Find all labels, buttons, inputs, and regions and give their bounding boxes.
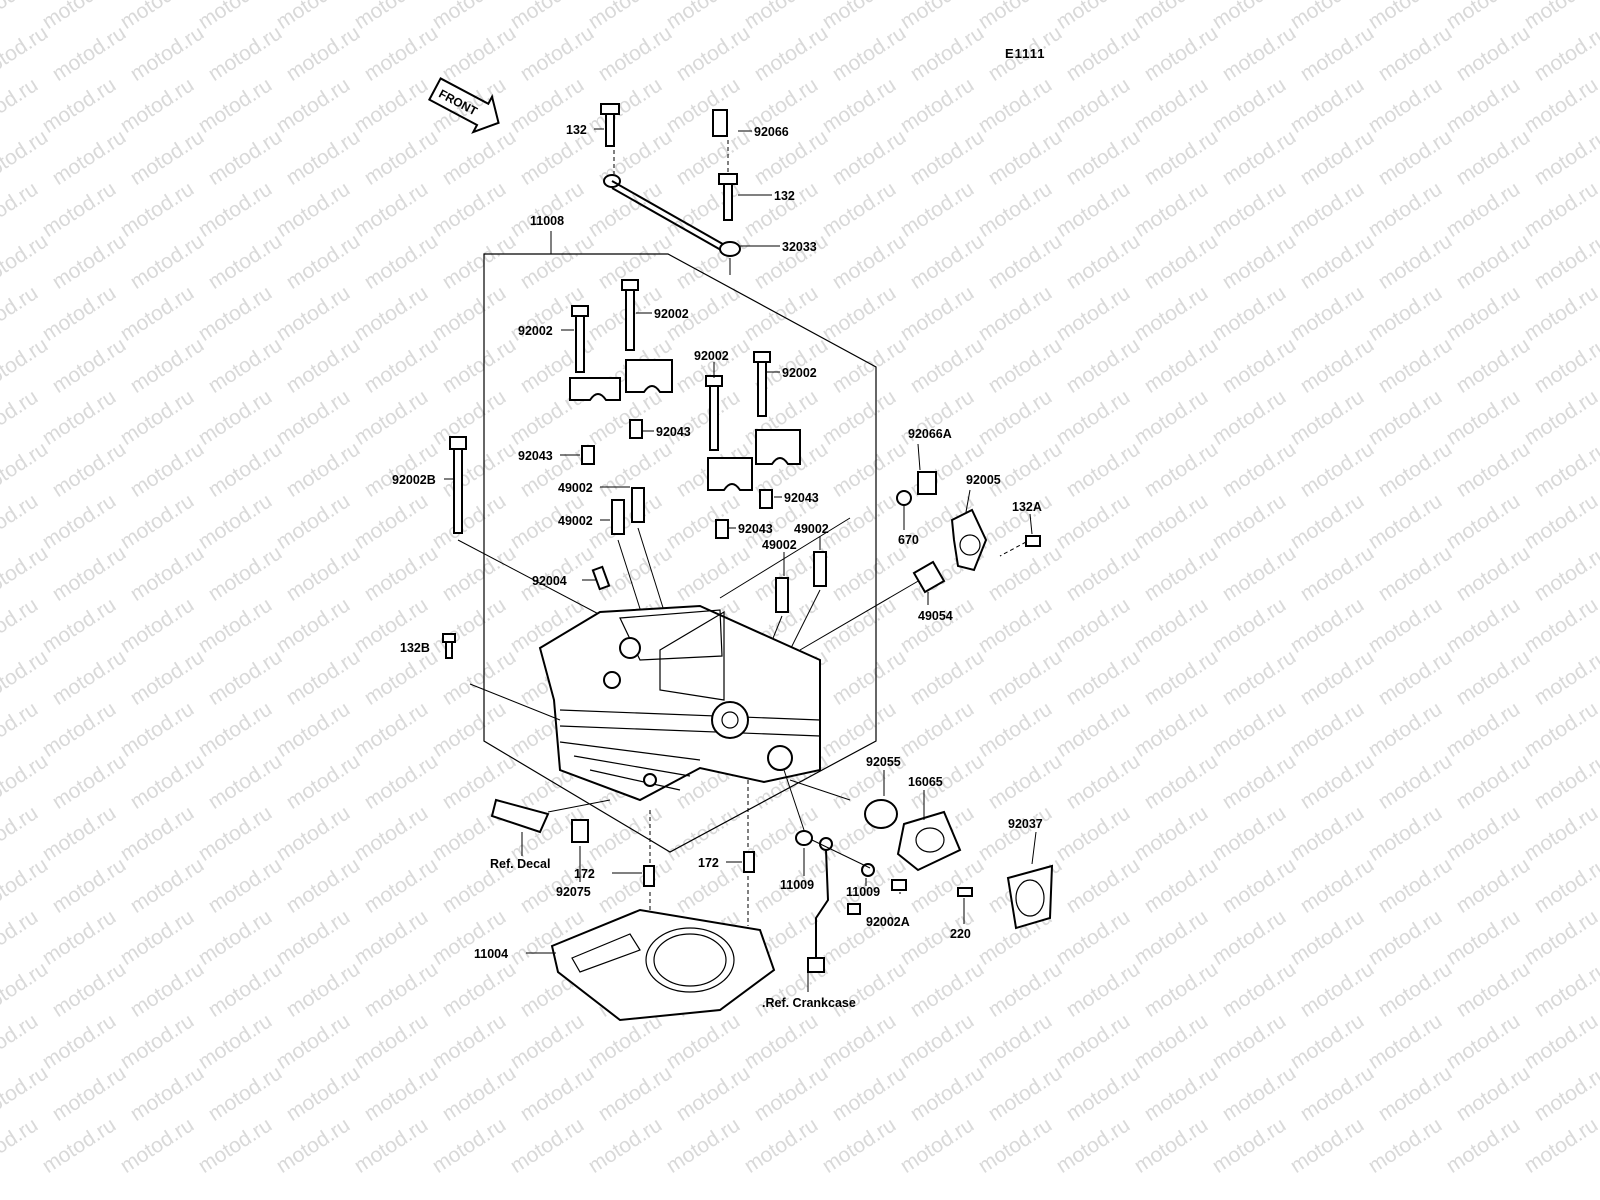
label-11009-a: 11009 bbox=[780, 878, 814, 892]
label-16065: 16065 bbox=[908, 775, 943, 789]
label-92002-d: 92002 bbox=[782, 366, 817, 380]
label-92005: 92005 bbox=[966, 473, 1001, 487]
camshaft-caps bbox=[569, 279, 801, 539]
label-172-b: 172 bbox=[698, 856, 719, 870]
intake-parts bbox=[783, 769, 1054, 973]
long-bolt-92002B bbox=[449, 436, 611, 621]
front-arrow-label: FRONT bbox=[437, 87, 481, 119]
label-92043-a: 92043 bbox=[656, 425, 691, 439]
oil-pipe-assembly bbox=[600, 103, 741, 275]
label-92066: 92066 bbox=[754, 125, 789, 139]
cylinder-head-outline-box bbox=[483, 253, 877, 853]
label-11004: 11004 bbox=[474, 947, 508, 961]
label-92002-a: 92002 bbox=[518, 324, 553, 338]
part-labels: 132 92066 132 32033 11008 92002 92002 92… bbox=[392, 123, 1043, 1010]
front-arrow: FRONT bbox=[427, 77, 500, 134]
label-ref-crankcase: .Ref. Crankcase bbox=[762, 996, 856, 1010]
label-172-a: 172 bbox=[574, 867, 595, 881]
label-92055: 92055 bbox=[866, 755, 901, 769]
label-92066A: 92066A bbox=[908, 427, 952, 441]
label-92002B: 92002B bbox=[392, 473, 436, 487]
label-49002-b: 49002 bbox=[558, 514, 593, 528]
label-32033: 32033 bbox=[782, 240, 817, 254]
label-92002-c: 92002 bbox=[694, 349, 729, 363]
label-49002-c: 49002 bbox=[762, 538, 797, 552]
label-ref-decal: Ref. Decal bbox=[490, 857, 550, 871]
label-92043-c: 92043 bbox=[784, 491, 819, 505]
knock-pins-172 bbox=[643, 780, 755, 887]
thermostat-side-parts bbox=[896, 471, 1041, 594]
label-49002-a: 49002 bbox=[558, 481, 593, 495]
valve-tappets bbox=[591, 487, 827, 701]
diagram-code: E1111 bbox=[1005, 46, 1045, 61]
label-92002A: 92002A bbox=[866, 915, 910, 929]
label-92043-d: 92043 bbox=[738, 522, 773, 536]
label-11008: 11008 bbox=[530, 214, 564, 228]
label-11009-b: 11009 bbox=[846, 885, 880, 899]
label-220: 220 bbox=[950, 927, 971, 941]
label-49002-d: 49002 bbox=[794, 522, 829, 536]
head-gasket-11004 bbox=[550, 876, 776, 1022]
label-49054: 49054 bbox=[918, 609, 953, 623]
label-670: 670 bbox=[898, 533, 919, 547]
label-92075: 92075 bbox=[556, 885, 591, 899]
label-132-mid: 132 bbox=[774, 189, 795, 203]
cylinder-head bbox=[469, 517, 921, 802]
label-92043-b: 92043 bbox=[518, 449, 553, 463]
label-leaders bbox=[442, 128, 1037, 992]
label-92037: 92037 bbox=[1008, 817, 1043, 831]
label-132B: 132B bbox=[400, 641, 430, 655]
label-132A: 132A bbox=[1012, 500, 1042, 514]
label-132-top: 132 bbox=[566, 123, 587, 137]
decal-and-cap bbox=[490, 798, 611, 843]
label-92004: 92004 bbox=[532, 574, 567, 588]
label-92002-b: 92002 bbox=[654, 307, 689, 321]
